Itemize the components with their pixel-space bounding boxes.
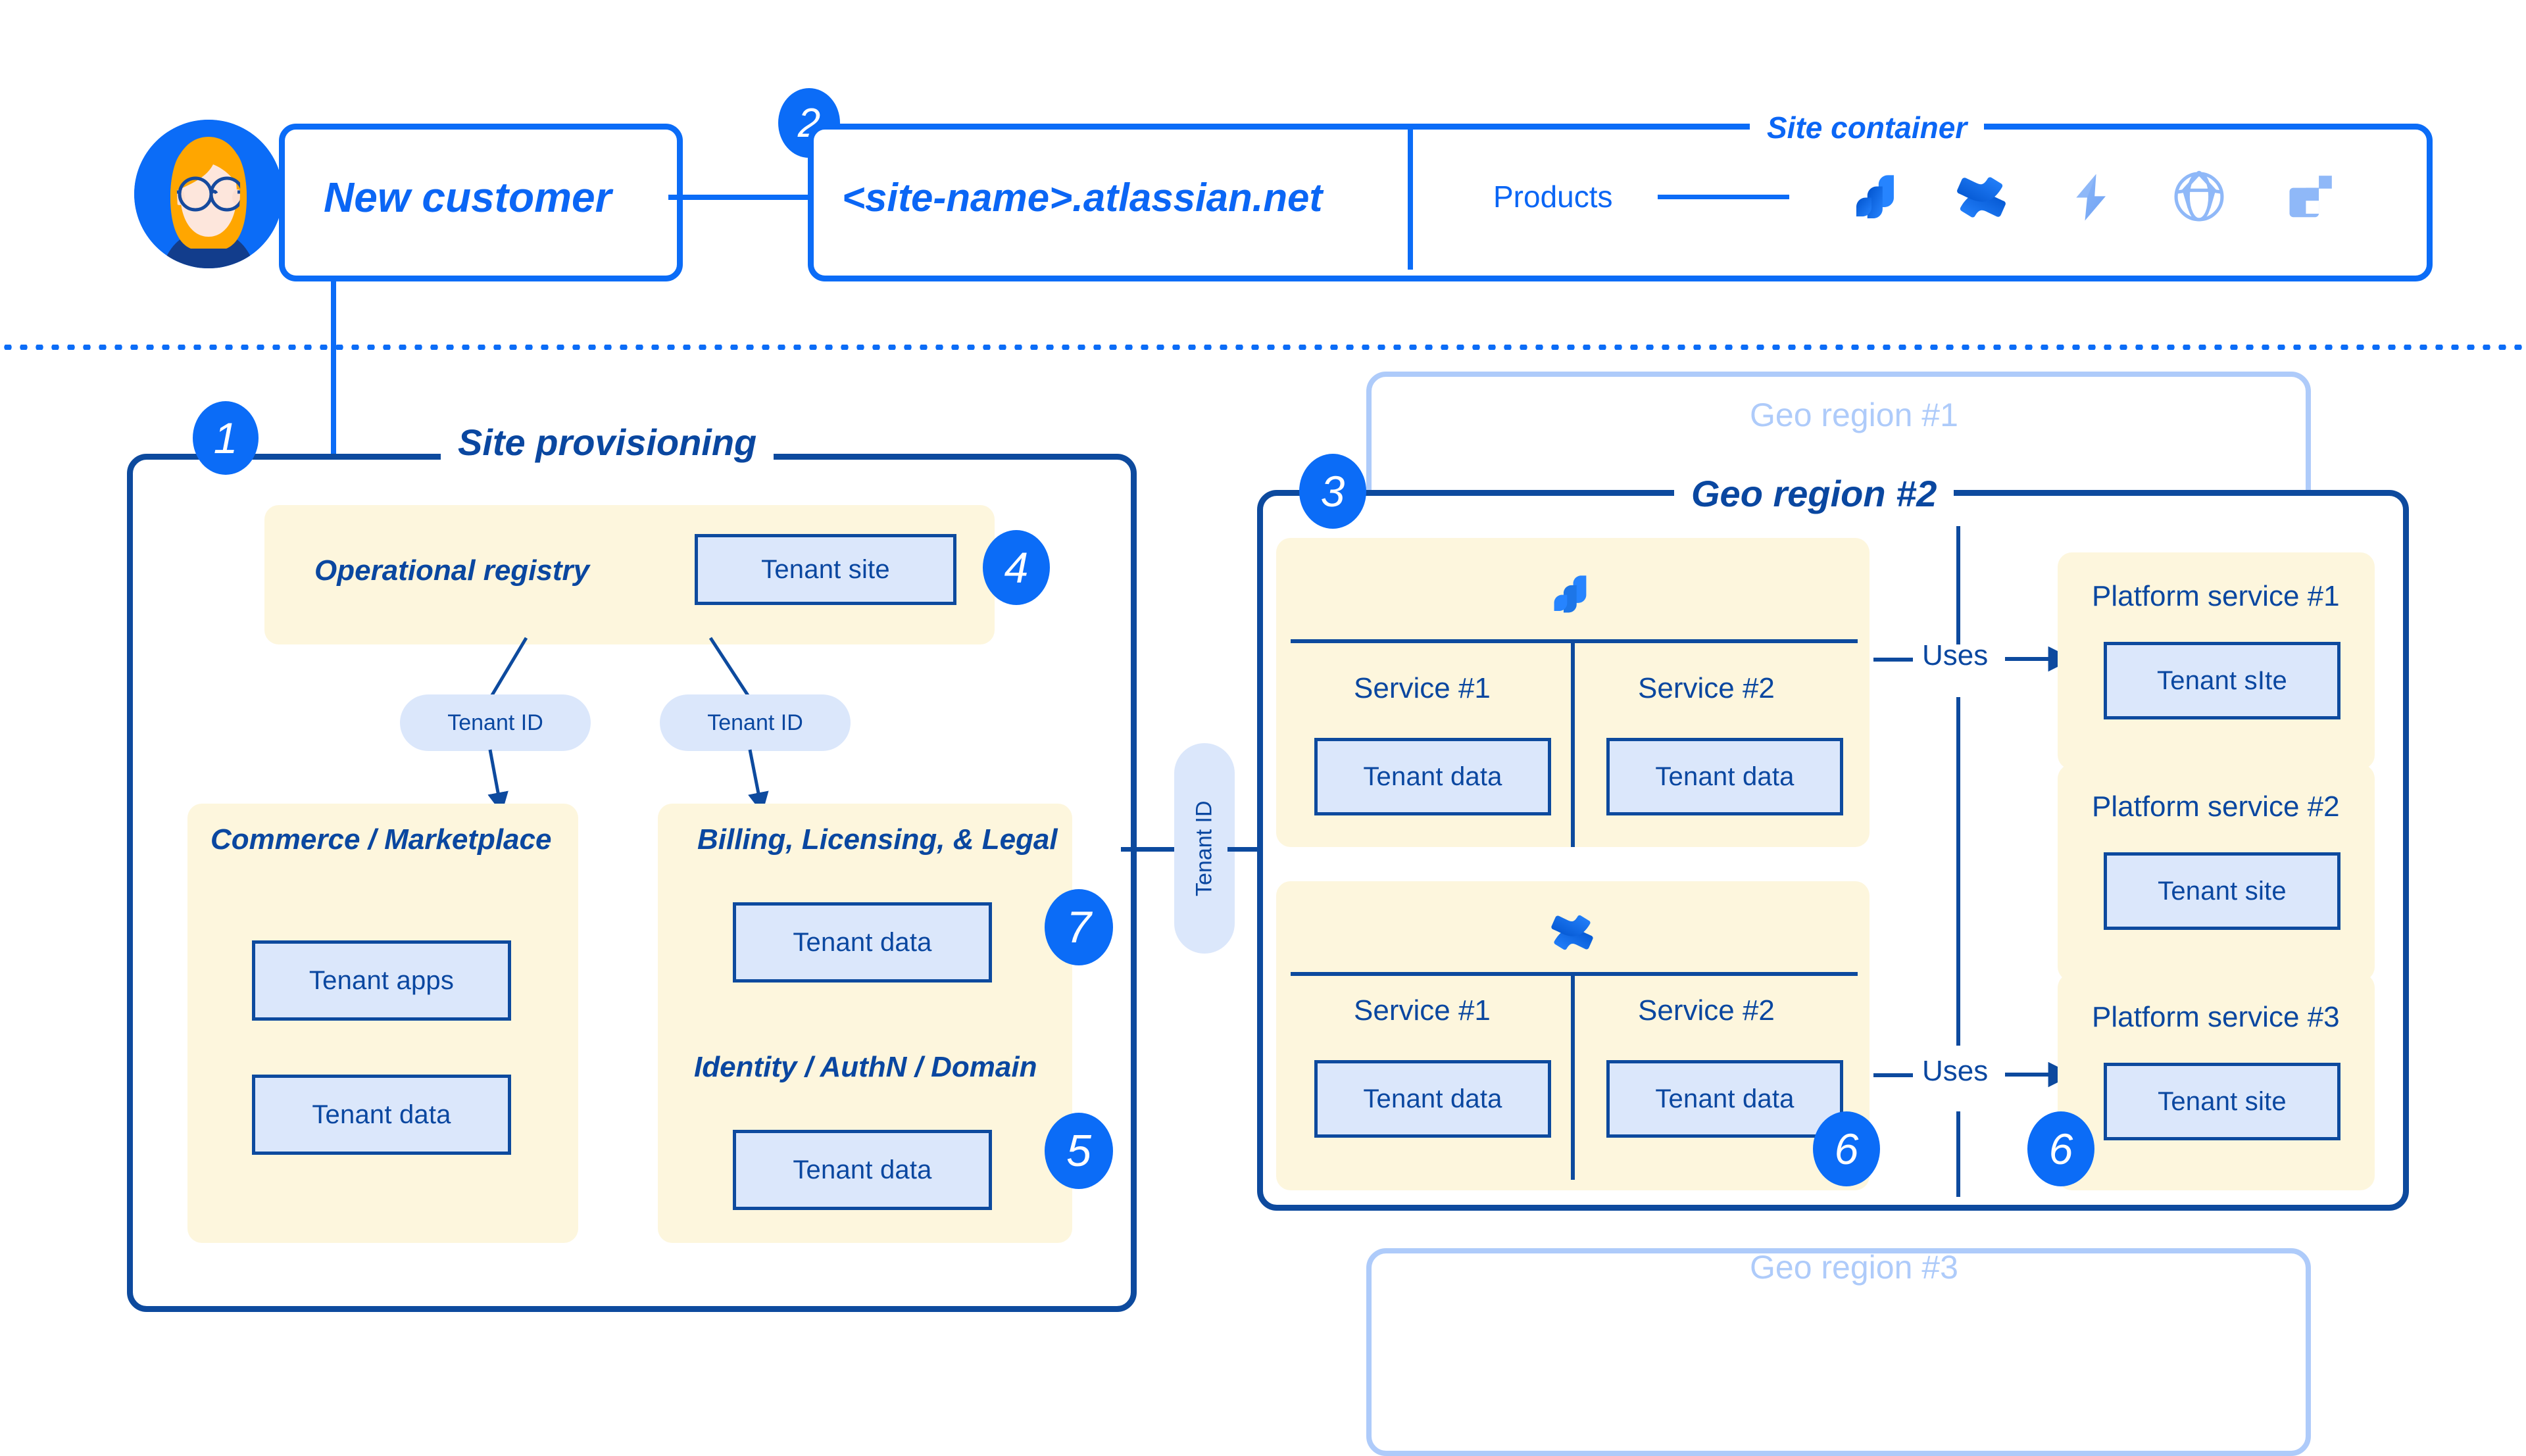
uses-label-top: Uses xyxy=(1922,639,1989,671)
identity-tenant-data-chip[interactable]: Tenant data xyxy=(733,1130,992,1210)
region2-jira-group-rule xyxy=(1291,639,1858,643)
female-customer-avatar xyxy=(134,120,283,268)
region2-confluence-group-split xyxy=(1571,976,1575,1180)
tenant-id-pill-left: Tenant ID xyxy=(400,694,591,751)
step-marker-1[interactable]: 1 xyxy=(193,401,259,475)
platform-service-3-chip[interactable]: Tenant site xyxy=(2104,1063,2340,1140)
boundary-dotted-divider xyxy=(0,345,2526,350)
region2-confluence-group-rule xyxy=(1291,972,1858,976)
connector-customer-to-provisioning xyxy=(331,270,336,454)
jira-service-management-icon[interactable] xyxy=(2064,170,2119,225)
bridge-line-left xyxy=(1121,847,1187,852)
platform-service-2-title: Platform service #2 xyxy=(2092,790,2340,823)
region2-spine-top xyxy=(1956,526,1960,644)
new-customer-box xyxy=(279,124,683,281)
geo-region-3-title: Geo region #3 xyxy=(1750,1249,1958,1286)
confluence-icon[interactable] xyxy=(1954,170,2009,225)
uses-label-bottom: Uses xyxy=(1922,1055,1989,1087)
products-label: Products xyxy=(1493,180,1613,214)
site-container-title: Site container xyxy=(1750,112,1985,143)
geo-region-2-title: Geo region #2 xyxy=(1674,475,1954,513)
region2-confluence-service-1-title: Service #1 xyxy=(1354,994,1491,1027)
commerce-marketplace-panel xyxy=(187,804,578,1243)
step-marker-5[interactable]: 5 xyxy=(1045,1113,1113,1189)
step-marker-7[interactable]: 7 xyxy=(1045,889,1113,965)
platform-service-1-title: Platform service #1 xyxy=(2092,580,2340,612)
commerce-tenant-apps-chip[interactable]: Tenant apps xyxy=(252,940,511,1021)
atlas-globe-icon[interactable] xyxy=(2171,168,2227,225)
region2-confluence-service-2-chip[interactable]: Tenant data xyxy=(1606,1060,1843,1138)
jira-icon[interactable] xyxy=(1850,170,1905,225)
step-marker-6-left[interactable]: 6 xyxy=(1813,1111,1880,1186)
region2-spine-middle xyxy=(1956,697,1960,1046)
region2-jira-service-1-chip[interactable]: Tenant data xyxy=(1314,738,1551,815)
region2-jira-service-2-title: Service #2 xyxy=(1638,672,1775,704)
tenantid-to-panels-arrows xyxy=(487,749,769,813)
avatar-illustration xyxy=(134,120,283,268)
geo-region-1-title: Geo region #1 xyxy=(1750,397,1958,433)
bridge-tenant-id-pill: Tenant ID xyxy=(1174,743,1235,954)
registry-to-tenantid-arrows xyxy=(488,637,752,700)
region2-jira-service-2-chip[interactable]: Tenant data xyxy=(1606,738,1843,815)
tenant-id-pill-right: Tenant ID xyxy=(660,694,851,751)
site-container-box xyxy=(808,124,2433,281)
products-connector-line xyxy=(1658,195,1789,199)
region2-confluence-service-1-chip[interactable]: Tenant data xyxy=(1314,1060,1551,1138)
step-marker-6-right[interactable]: 6 xyxy=(2027,1111,2094,1186)
site-container-divider xyxy=(1408,124,1413,270)
connector-customer-to-site-container xyxy=(668,195,810,200)
site-name-label: <site-name>.atlassian.net xyxy=(842,176,1323,220)
uses-bottom-line-left xyxy=(1873,1073,1913,1077)
site-provisioning-title: Site provisioning xyxy=(441,424,774,462)
diagram-canvas: New customer xyxy=(0,88,2526,1456)
platform-service-2-chip[interactable]: Tenant site xyxy=(2104,852,2340,930)
operational-registry-title: Operational registry xyxy=(314,554,590,587)
region2-jira-group-split xyxy=(1571,643,1575,847)
jira-icon xyxy=(1548,571,1596,618)
step-marker-3[interactable]: 3 xyxy=(1299,454,1366,529)
commerce-marketplace-title: Commerce / Marketplace xyxy=(210,823,552,856)
billing-licensing-legal-title: Billing, Licensing, & Legal xyxy=(697,823,1058,856)
billing-tenant-data-chip[interactable]: Tenant data xyxy=(733,902,992,983)
region2-confluence-service-2-title: Service #2 xyxy=(1638,994,1775,1027)
operational-registry-tenant-site-chip[interactable]: Tenant site xyxy=(695,534,956,605)
region2-jira-service-1-title: Service #1 xyxy=(1354,672,1491,704)
region2-spine-bottom xyxy=(1956,1111,1960,1197)
uses-top-line-left xyxy=(1873,658,1913,662)
new-customer-label: New customer xyxy=(324,174,612,221)
identity-authn-domain-title: Identity / AuthN / Domain xyxy=(694,1051,1037,1083)
commerce-tenant-data-chip[interactable]: Tenant data xyxy=(252,1075,511,1155)
platform-service-1-chip[interactable]: Tenant sIte xyxy=(2104,642,2340,719)
compass-icon[interactable] xyxy=(2283,170,2338,225)
step-marker-4[interactable]: 4 xyxy=(983,530,1050,605)
platform-service-3-title: Platform service #3 xyxy=(2092,1001,2340,1033)
confluence-icon xyxy=(1548,909,1596,956)
